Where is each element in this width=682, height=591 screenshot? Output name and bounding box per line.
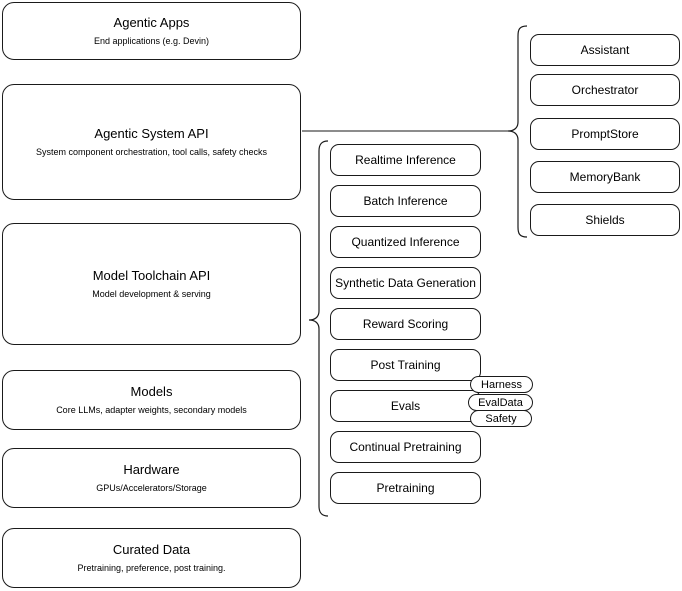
system-component-assistant[interactable]: Assistant (530, 34, 680, 66)
toolchain-item-label: Pretraining (376, 480, 435, 495)
toolchain-item-label: Post Training (370, 357, 441, 372)
system-component-shields[interactable]: Shields (530, 204, 680, 236)
toolchain-item-post-training[interactable]: Post Training (330, 349, 481, 381)
system-component-label: PromptStore (571, 126, 639, 141)
system-component-memorybank[interactable]: MemoryBank (530, 161, 680, 193)
toolchain-item-label: Realtime Inference (355, 152, 456, 167)
layer-subtitle: Model development & serving (92, 288, 211, 299)
layer-title: Agentic Apps (113, 15, 190, 31)
system-component-label: Shields (585, 212, 625, 227)
system-component-orchestrator[interactable]: Orchestrator (530, 74, 680, 106)
evals-subcomponent-safety[interactable]: Safety (470, 410, 532, 427)
toolchain-item-realtime-inference[interactable]: Realtime Inference (330, 144, 481, 176)
toolchain-item-quantized-inference[interactable]: Quantized Inference (330, 226, 481, 258)
system-component-label: Orchestrator (571, 82, 639, 97)
toolchain-item-label: Reward Scoring (362, 316, 449, 331)
toolchain-item-batch-inference[interactable]: Batch Inference (330, 185, 481, 217)
layer-title: Models (130, 384, 173, 400)
layer-title: Agentic System API (94, 126, 209, 142)
layer-subtitle: Core LLMs, adapter weights, secondary mo… (56, 404, 247, 415)
toolchain-item-continual-pretraining[interactable]: Continual Pretraining (330, 431, 481, 463)
layer-subtitle: Pretraining, preference, post training. (77, 562, 226, 573)
stack-layer-models[interactable]: Models Core LLMs, adapter weights, secon… (2, 370, 301, 430)
toolchain-item-label: Continual Pretraining (349, 439, 462, 454)
stack-layer-hardware[interactable]: Hardware GPUs/Accelerators/Storage (2, 448, 301, 508)
evals-subcomponent-label: Harness (481, 378, 522, 391)
brace-system-components (507, 25, 528, 238)
layer-subtitle: System component orchestration, tool cal… (35, 146, 268, 157)
toolchain-item-label: Synthetic Data Generation (335, 275, 476, 290)
brace-toolchain-components (308, 140, 329, 517)
evals-subcomponent-evaldata[interactable]: EvalData (468, 394, 533, 411)
evals-subcomponent-harness[interactable]: Harness (470, 376, 533, 393)
toolchain-item-synthetic-data-generation[interactable]: Synthetic Data Generation (330, 267, 481, 299)
toolchain-item-evals[interactable]: Evals (330, 390, 481, 422)
system-component-promptstore[interactable]: PromptStore (530, 118, 680, 150)
stack-layer-agentic-system-api[interactable]: Agentic System API System component orch… (2, 84, 301, 200)
stack-layer-curated-data[interactable]: Curated Data Pretraining, preference, po… (2, 528, 301, 588)
system-component-label: Assistant (580, 42, 630, 57)
toolchain-item-reward-scoring[interactable]: Reward Scoring (330, 308, 481, 340)
stack-layer-model-toolchain-api[interactable]: Model Toolchain API Model development & … (2, 223, 301, 345)
layer-title: Curated Data (112, 542, 191, 558)
toolchain-item-label: Evals (390, 398, 421, 413)
evals-subcomponent-label: EvalData (478, 396, 523, 409)
stack-layer-agentic-apps[interactable]: Agentic Apps End applications (e.g. Devi… (2, 2, 301, 60)
layer-title: Model Toolchain API (92, 268, 211, 284)
layer-title: Hardware (123, 462, 180, 478)
toolchain-item-label: Batch Inference (363, 193, 448, 208)
evals-subcomponent-label: Safety (485, 412, 517, 425)
toolchain-item-label: Quantized Inference (351, 234, 460, 249)
system-component-label: MemoryBank (569, 169, 641, 184)
layer-subtitle: GPUs/Accelerators/Storage (96, 482, 207, 493)
layer-subtitle: End applications (e.g. Devin) (93, 35, 210, 46)
toolchain-item-pretraining[interactable]: Pretraining (330, 472, 481, 504)
